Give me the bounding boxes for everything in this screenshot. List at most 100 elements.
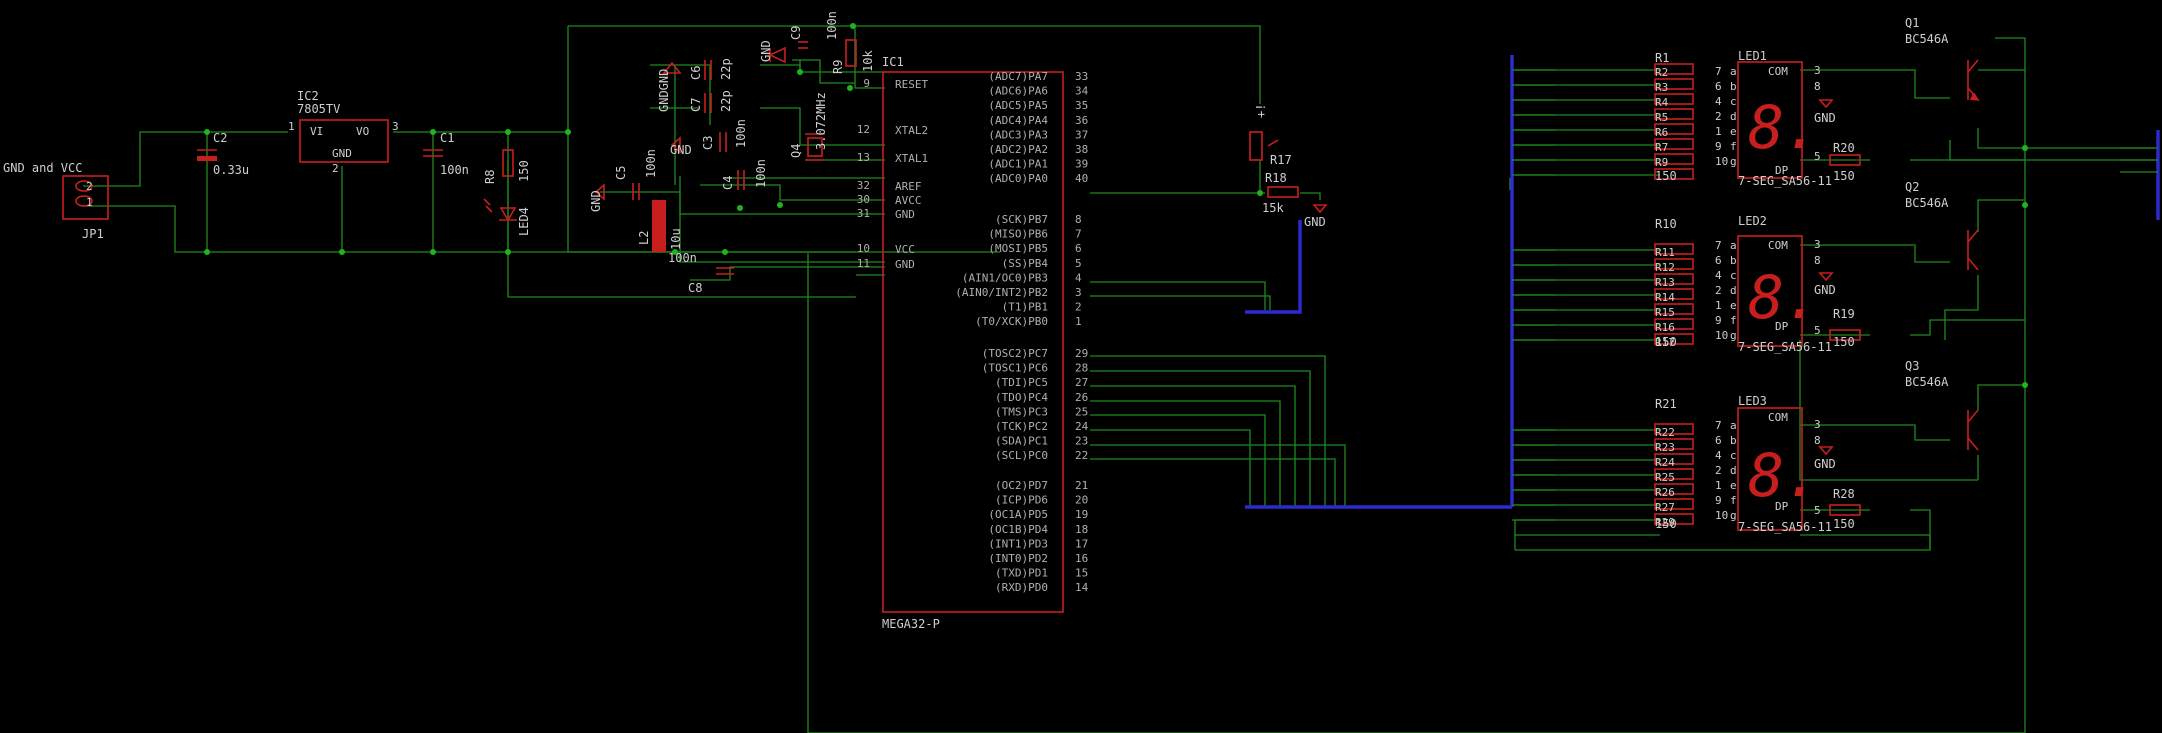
- segment-pin-letter: a: [1730, 65, 1737, 78]
- ic1-right-pin-name: (ADC4)PA4: [988, 114, 1048, 127]
- microcontroller-ic1: [882, 71, 1064, 613]
- ic1-right-pin-num: 7: [1075, 228, 1082, 241]
- resistor-name: R27: [1655, 501, 1675, 514]
- label-com-1: COM: [1768, 65, 1788, 78]
- dp-pin-num: 5: [1814, 150, 1821, 163]
- label-c6-value: 22p: [719, 58, 733, 80]
- ic1-left-pin-name: AREF: [895, 180, 922, 193]
- ic1-right-pin-num: 18: [1075, 523, 1088, 536]
- ic1-right-pin-num: 25: [1075, 405, 1088, 418]
- ic1-right-pin-name: (ADC3)PA3: [988, 128, 1048, 141]
- resistor-r8: [502, 149, 514, 177]
- ic1-right-pin-num: 33: [1075, 70, 1088, 83]
- label-c3: C3: [701, 136, 715, 150]
- ic1-right-pin-num: 20: [1075, 494, 1088, 507]
- label-r20: R20: [1833, 141, 1855, 155]
- resistor-bank-3: [1654, 423, 1694, 525]
- label-ic2-pin3: 3: [392, 120, 399, 133]
- ic1-right-pin-num: 2: [1075, 301, 1082, 314]
- ic1-right-pin-name: (TOSC1)PC6: [982, 362, 1048, 375]
- label-r18-value: 15k: [1262, 201, 1284, 215]
- segment-pin-letter: a: [1730, 239, 1737, 252]
- resistor-bank-1: [1654, 63, 1694, 180]
- transistor-q2: [1967, 229, 1979, 271]
- resistor-name: R16: [1655, 321, 1675, 334]
- ic1-right-pin-name: (ADC1)PA1: [988, 158, 1048, 171]
- ic1-right-pin-num: 23: [1075, 435, 1088, 448]
- segment-pin-num: 2: [1715, 464, 1722, 477]
- transistor-q3: [1967, 409, 1979, 451]
- ic1-left-pin-name: GND: [895, 258, 915, 271]
- ic1-right-pin-name: (MOSI)PB5: [988, 242, 1048, 255]
- label-ic2-gnd: GND: [332, 147, 352, 160]
- label-q4: Q4: [789, 144, 803, 158]
- segment-pin-letter: e: [1730, 299, 1737, 312]
- ic1-left-pin-name: RESET: [895, 78, 928, 91]
- ic1-right-pin-name: (ADC7)PA7: [988, 70, 1048, 83]
- ic1-right-pin-name: (OC1A)PD5: [988, 508, 1048, 521]
- transistor-q1: [1967, 59, 1980, 102]
- segment-pin-letter: e: [1730, 125, 1737, 138]
- segment-pin-num: 9: [1715, 140, 1722, 153]
- ic1-right-pin-num: 17: [1075, 537, 1088, 550]
- ic1-right-pin-num: 19: [1075, 508, 1088, 521]
- label-q2: Q2: [1905, 180, 1919, 194]
- ic1-right-pin-num: 37: [1075, 128, 1088, 141]
- segment-pin-num: 6: [1715, 434, 1722, 447]
- ic1-right-pin-name: (INT1)PD3: [988, 537, 1048, 550]
- label-com-2: COM: [1768, 239, 1788, 252]
- label-ic2-vi: VI: [310, 125, 323, 138]
- ic1-left-pin-num: 13: [857, 151, 870, 164]
- segment-pin-letter: d: [1730, 284, 1737, 297]
- resistor-name: R25: [1655, 471, 1675, 484]
- segment-pin-num: 4: [1715, 449, 1722, 462]
- capacitor-c2: [197, 149, 217, 161]
- segment-pin-num: 7: [1715, 65, 1722, 78]
- label-q3-type: BC546A: [1905, 375, 1949, 389]
- label-q1: Q1: [1905, 16, 1919, 30]
- digit-glyphs: 8. 8. 8.: [1748, 93, 1820, 511]
- dp-pin-num: 5: [1814, 504, 1821, 517]
- label-q2-type: BC546A: [1905, 196, 1949, 210]
- label-dp-2: DP: [1775, 320, 1789, 333]
- ic1-left-pin-name: VCC: [895, 243, 915, 256]
- ic1-left-pins: RESET9XTAL212XTAL113AREF32AVCC30GND31VCC…: [857, 77, 929, 271]
- seven-seg-led1: [1737, 61, 1803, 179]
- label-c4-value: 100n: [754, 159, 768, 188]
- ic1-right-pin-name: (SCK)PB7: [995, 213, 1048, 226]
- label-q3: Q3: [1905, 359, 1919, 373]
- ic1-right-pin-name: (ADC5)PA5: [988, 99, 1048, 112]
- ic1-left-pin-num: 32: [857, 179, 870, 192]
- segment-pin-letter: b: [1730, 254, 1737, 267]
- ic1-right-pin-num: 40: [1075, 172, 1088, 185]
- segment-pin-num: 4: [1715, 95, 1722, 108]
- label-ic2-type: 7805TV: [297, 102, 340, 116]
- label-r8-value: 150: [517, 160, 531, 182]
- label-c2: C2: [213, 131, 227, 145]
- ic1-right-pin-num: 21: [1075, 479, 1088, 492]
- label-com-3: COM: [1768, 411, 1788, 424]
- segment-pin-num: 10: [1715, 329, 1728, 342]
- inductor-l2: [652, 200, 666, 252]
- segment-pin-letter: g: [1730, 509, 1737, 522]
- ic1-right-pin-name: (T0/XCK)PB0: [975, 315, 1048, 328]
- label-gnd-c5: GND: [589, 190, 603, 212]
- ic1-right-pin-num: 26: [1075, 391, 1088, 404]
- ic1-left-pin-num: 10: [857, 242, 870, 255]
- label-r-val-3: 150: [1655, 517, 1677, 531]
- segment-pin-num: 6: [1715, 254, 1722, 267]
- ic1-right-pin-name: (MISO)PB6: [988, 228, 1048, 241]
- label-r19-value: 150: [1833, 335, 1855, 349]
- ic1-right-pin-name: (TOSC2)PC7: [982, 347, 1048, 360]
- label-jp1: JP1: [82, 227, 104, 241]
- segment-pin-num: 7: [1715, 239, 1722, 252]
- ic1-right-pin-name: (AIN0/INT2)PB2: [955, 286, 1048, 299]
- label-c7: C7: [689, 98, 703, 112]
- label-r20-value: 150: [1833, 169, 1855, 183]
- label-c4: C4: [721, 176, 735, 190]
- com-pin-num: 3: [1814, 418, 1821, 431]
- ic1-right-pin-num: 1: [1075, 315, 1082, 328]
- ic1-right-pin-num: 35: [1075, 99, 1088, 112]
